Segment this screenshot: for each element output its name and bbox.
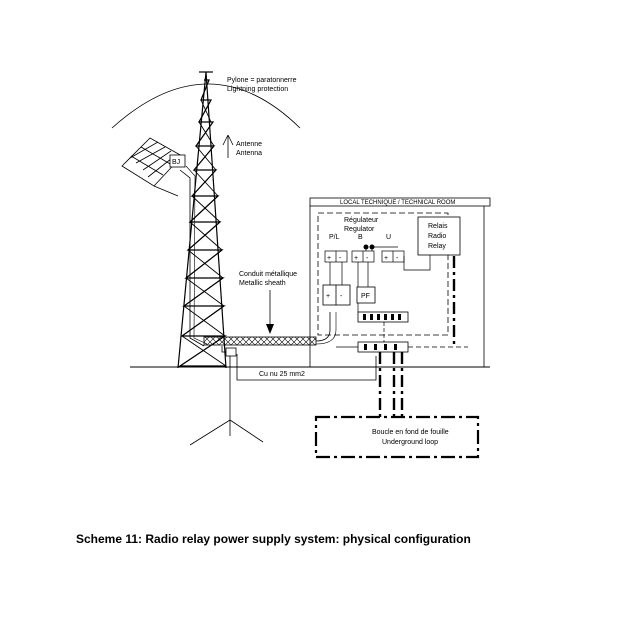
relay-feed bbox=[403, 255, 431, 271]
terminal-3-minus: - bbox=[396, 255, 399, 262]
input-minus: - bbox=[340, 293, 343, 300]
terminal-1-minus: - bbox=[339, 255, 342, 262]
pylon-cable-2 bbox=[185, 165, 208, 345]
conduit-label: Conduit métallique bbox=[239, 271, 297, 278]
sheath-arrowhead bbox=[266, 324, 274, 334]
u-label: U bbox=[386, 234, 391, 241]
earth-electrode bbox=[189, 346, 264, 446]
input-plus: + bbox=[326, 293, 330, 300]
regulateur-label: Régulateur bbox=[344, 217, 379, 224]
relais-label: Relais bbox=[428, 223, 448, 230]
regulator-terminals bbox=[324, 250, 405, 263]
earthing-conductors bbox=[378, 256, 456, 417]
terminal-2-minus: - bbox=[366, 255, 369, 262]
lightning-label: Lightning protection bbox=[227, 86, 288, 93]
terminal-3-plus: + bbox=[384, 255, 388, 262]
pylone-label: Pylone = paratonnerre bbox=[227, 77, 297, 84]
radio-label: Radio bbox=[428, 233, 446, 240]
terminal-1-plus: + bbox=[327, 255, 331, 262]
upper-earth-bar bbox=[357, 311, 409, 323]
lower-earth-bar bbox=[357, 341, 409, 353]
b-label: B bbox=[358, 234, 363, 241]
pl-label: P/L bbox=[329, 234, 340, 241]
room-label: LOCAL TECHNIQUE / TECHNICAL ROOM bbox=[340, 200, 455, 206]
regulator-label: Regulator bbox=[344, 226, 375, 233]
underground-loop bbox=[314, 415, 480, 459]
pylon-tower bbox=[177, 71, 227, 369]
relay-label: Relay bbox=[428, 243, 446, 250]
sheath-to-room bbox=[315, 312, 331, 342]
copper-wire bbox=[236, 354, 377, 381]
bj-label: BJ bbox=[172, 159, 180, 166]
antenne-label: Antenne bbox=[236, 141, 262, 148]
bj-box bbox=[169, 154, 186, 168]
sheath-label: Metallic sheath bbox=[239, 280, 286, 287]
pylon-cable bbox=[179, 169, 205, 347]
dashed-enclosure bbox=[317, 212, 449, 336]
terminal-2-plus: + bbox=[354, 255, 358, 262]
radio-relay-box bbox=[417, 216, 461, 256]
technical-room bbox=[309, 197, 491, 207]
pf-box bbox=[356, 286, 376, 304]
sheath-to-room-2 bbox=[315, 312, 337, 345]
metallic-sheath bbox=[203, 336, 317, 346]
pf-label: PF bbox=[361, 293, 370, 300]
boucle-label: Boucle en fond de fouille bbox=[372, 429, 449, 436]
loop-label: Underground loop bbox=[382, 439, 438, 446]
diagram-caption: Scheme 11: Radio relay power supply syst… bbox=[76, 532, 471, 546]
solar-input-block bbox=[322, 284, 351, 306]
cu-label: Cu nu 25 mm2 bbox=[259, 371, 305, 378]
antenna-label: Antenna bbox=[236, 150, 262, 157]
antenna-icon bbox=[222, 134, 234, 158]
